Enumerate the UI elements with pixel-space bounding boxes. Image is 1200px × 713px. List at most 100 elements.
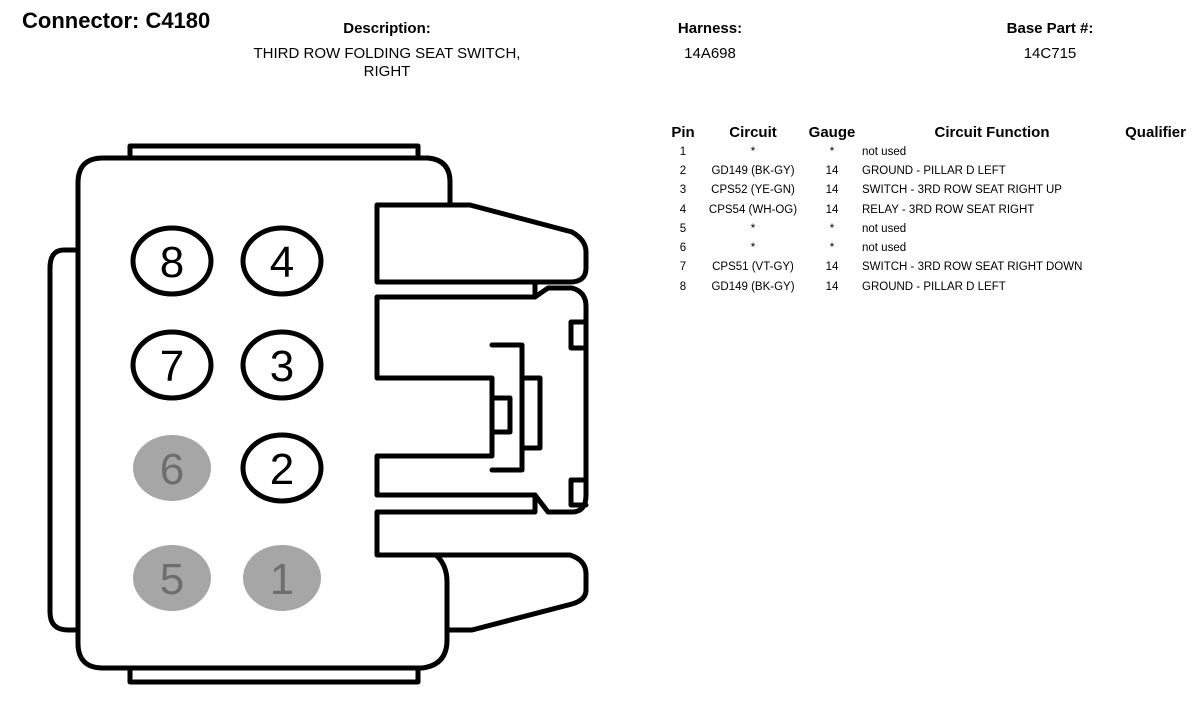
cell-circuit: GD149 (BK-GY) xyxy=(711,164,795,177)
right-cage xyxy=(532,285,589,515)
cell-circuit: * xyxy=(750,145,756,158)
description-line-2: RIGHT xyxy=(363,63,411,80)
pin-circle xyxy=(130,225,214,297)
table-row: 2 GD149 (BK-GY) 14 GROUND - PILLAR D LEFT xyxy=(664,161,1186,180)
cell-pin: 6 xyxy=(679,242,687,255)
connector-diagram: 8 4 7 3 6 2 5 1 xyxy=(47,143,589,685)
middle-tab-outer xyxy=(489,342,525,473)
cell-qualifier xyxy=(1124,238,1186,257)
cell-pin: 2 xyxy=(679,164,687,177)
cell-circuit: * xyxy=(750,222,756,235)
column-header-circuit-function: Circuit Function xyxy=(934,123,1050,141)
middle-tab-inner xyxy=(519,375,543,451)
pin-number-label: 7 xyxy=(160,342,184,391)
table-row: 5 * * not used xyxy=(664,219,1186,238)
housing-top-lip xyxy=(127,143,421,161)
cell-qualifier xyxy=(1124,142,1186,161)
pin-number-label: 1 xyxy=(270,555,294,604)
right-cage-notch-bottom xyxy=(568,477,589,508)
pin-number-label: 5 xyxy=(160,555,184,604)
connector-outline xyxy=(47,143,589,685)
cell-pin: 5 xyxy=(679,222,687,235)
cell-circuit: CPS52 (YE-GN) xyxy=(711,184,795,197)
cell-circuit: CPS51 (VT-GY) xyxy=(712,261,794,274)
cell-pin: 1 xyxy=(679,145,687,158)
pin-cavity-7: 7 xyxy=(130,329,214,401)
pin-cavities: 8 4 7 3 6 2 5 1 xyxy=(130,225,324,611)
pin-cavity-3: 3 xyxy=(240,329,324,401)
base-part-value: 14C715 xyxy=(1023,45,1077,62)
cell-gauge: * xyxy=(829,242,835,255)
pin-cavity-2: 2 xyxy=(240,432,324,504)
pin-circle xyxy=(240,329,324,401)
pin-cavity-6: 6 xyxy=(133,435,211,501)
cell-circuit: CPS54 (WH-OG) xyxy=(708,203,798,216)
cell-qualifier xyxy=(1124,161,1186,180)
housing-left-bump xyxy=(47,247,81,633)
column-header-qualifier: Qualifier xyxy=(1125,123,1186,141)
cell-circuit-function: GROUND - PILLAR D LEFT xyxy=(862,164,1006,177)
cell-gauge: 14 xyxy=(825,261,839,274)
pin-cavity-5: 5 xyxy=(133,545,211,611)
table-row: 1 * * not used xyxy=(664,142,1186,161)
pin-table: Pin Circuit Gauge Circuit Function Quali… xyxy=(664,122,1186,296)
table-row: 7 CPS51 (VT-GY) 14 SWITCH - 3RD ROW SEAT RI… xyxy=(664,258,1186,277)
pin-number-label: 3 xyxy=(270,342,294,391)
cell-qualifier xyxy=(1124,258,1186,277)
table-row: 6 * * not used xyxy=(664,238,1186,257)
cell-gauge: * xyxy=(829,222,835,235)
cell-qualifier xyxy=(1124,200,1186,219)
column-header-gauge: Gauge xyxy=(808,123,856,141)
cell-gauge: * xyxy=(829,145,835,158)
pin-number-label: 6 xyxy=(160,445,184,494)
pin-circle xyxy=(240,432,324,504)
cell-circuit-function: SWITCH - 3RD ROW SEAT RIGHT UP xyxy=(862,184,1062,197)
lower-latch xyxy=(433,552,589,633)
pin-circle xyxy=(133,545,211,611)
column-header-pin: Pin xyxy=(671,123,695,141)
cell-circuit-function: not used xyxy=(862,222,907,235)
cell-qualifier xyxy=(1124,181,1186,200)
cell-qualifier xyxy=(1124,277,1186,296)
table-row: 8 GD149 (BK-GY) 14 GROUND - PILLAR D LEFT xyxy=(664,277,1186,296)
table-row: 3 CPS52 (YE-GN) 14 SWITCH - 3RD ROW SEAT RI… xyxy=(664,181,1186,200)
pin-circle xyxy=(240,225,324,297)
description-value: THIRD ROW FOLDING SEAT SWITCH, RIGHT xyxy=(232,45,542,81)
cell-circuit-function: GROUND - PILLAR D LEFT xyxy=(862,280,1006,293)
middle-tab-small xyxy=(489,395,513,435)
right-cage-notch-top xyxy=(568,319,589,351)
cell-gauge: 14 xyxy=(825,280,839,293)
cell-pin: 3 xyxy=(679,184,687,197)
pin-cavity-8: 8 xyxy=(130,225,214,297)
column-header-circuit: Circuit xyxy=(729,123,777,141)
pin-circle xyxy=(133,435,211,501)
pin-circle xyxy=(130,329,214,401)
cell-circuit: GD149 (BK-GY) xyxy=(711,280,795,293)
cell-gauge: 14 xyxy=(825,184,839,197)
pin-table-header-row: Pin Circuit Gauge Circuit Function Quali… xyxy=(664,122,1186,142)
cell-pin: 8 xyxy=(679,280,687,293)
pin-number-label: 8 xyxy=(160,238,184,287)
cell-circuit-function: SWITCH - 3RD ROW SEAT RIGHT DOWN xyxy=(862,261,1083,274)
pin-cavity-1: 1 xyxy=(243,545,321,611)
cell-qualifier xyxy=(1124,219,1186,238)
housing-bottom-lip xyxy=(127,665,421,685)
cell-pin: 7 xyxy=(679,261,687,274)
connector-title: Connector: C4180 xyxy=(22,8,211,33)
base-part-label: Base Part #: xyxy=(1006,20,1094,37)
cell-circuit-function: not used xyxy=(862,145,907,158)
cell-circuit-function: RELAY - 3RD ROW SEAT RIGHT xyxy=(862,203,1035,216)
harness-value: 14A698 xyxy=(684,45,736,62)
housing-body xyxy=(75,155,538,671)
cell-circuit: * xyxy=(750,242,756,255)
cell-circuit-function: not used xyxy=(862,242,907,255)
pin-circle xyxy=(243,545,321,611)
description-line-1: THIRD ROW FOLDING SEAT SWITCH, xyxy=(253,45,521,62)
cell-gauge: 14 xyxy=(825,164,839,177)
pin-cavity-4: 4 xyxy=(240,225,324,297)
upper-latch xyxy=(374,202,589,285)
pin-table-grid: Pin Circuit Gauge Circuit Function Quali… xyxy=(664,122,1186,296)
cell-pin: 4 xyxy=(679,203,687,216)
